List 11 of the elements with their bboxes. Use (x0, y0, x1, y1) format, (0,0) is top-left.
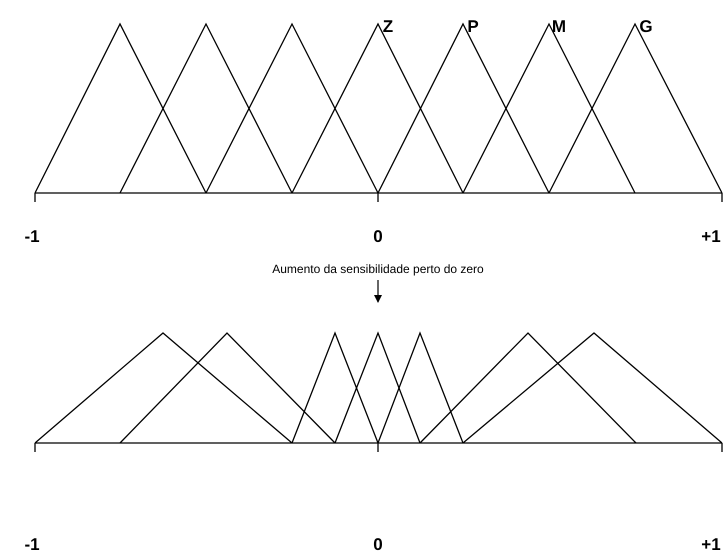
axis-tick-label: 0 (373, 228, 383, 245)
axis-tick-label: +1 (701, 228, 721, 245)
axis-tick-label: +1 (701, 536, 721, 553)
axis-tick-label: -1 (24, 228, 40, 245)
set-label: G (639, 18, 653, 35)
axis-tick-label: -1 (24, 536, 40, 553)
set-label: M (552, 18, 566, 35)
set-label: Z (382, 18, 394, 35)
set-label: P (467, 18, 479, 35)
annotation-text: Aumento da sensibilidade perto do zero (272, 263, 484, 275)
axis-tick-label: 0 (373, 536, 383, 553)
